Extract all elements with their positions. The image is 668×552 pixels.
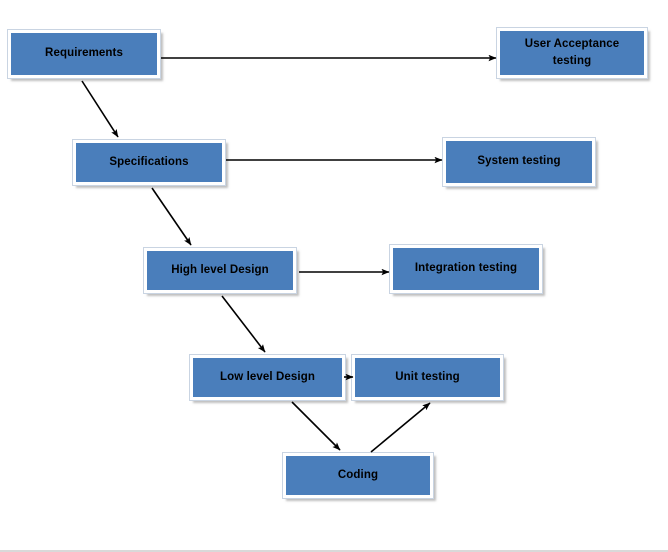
node-label: High level Design (171, 263, 269, 276)
node-requirements[interactable]: Requirements (7, 29, 161, 79)
node-unit-testing[interactable]: Unit testing (351, 354, 504, 401)
connector-specifications-to-high-level-design (151, 187, 192, 246)
node-system-testing[interactable]: System testing (442, 137, 596, 187)
connector-high-level-design-to-low-level-design (221, 295, 266, 353)
node-high-level-design[interactable]: High level Design (143, 247, 297, 294)
node-label: Requirements (45, 47, 123, 60)
node-specifications[interactable]: Specifications (72, 139, 226, 186)
node-user-acceptance-testing[interactable]: User Acceptance testing (496, 27, 648, 79)
node-integration-testing[interactable]: Integration testing (389, 244, 543, 294)
connector-requirements-to-specifications (81, 80, 119, 138)
node-label: User Acceptance testing (524, 37, 620, 67)
node-label: Coding (337, 468, 379, 481)
bottom-divider (0, 550, 668, 552)
node-label: Integration testing (414, 262, 518, 275)
connector-coding-to-unit-testing (370, 402, 431, 453)
node-label: System testing (477, 155, 561, 168)
node-coding[interactable]: Coding (282, 452, 434, 499)
node-label: Specifications (109, 155, 189, 168)
connector-low-level-design-to-coding (291, 401, 341, 451)
node-label: Unit testing (395, 370, 460, 383)
node-label: Low level Design (220, 370, 315, 383)
node-low-level-design[interactable]: Low level Design (189, 354, 346, 401)
